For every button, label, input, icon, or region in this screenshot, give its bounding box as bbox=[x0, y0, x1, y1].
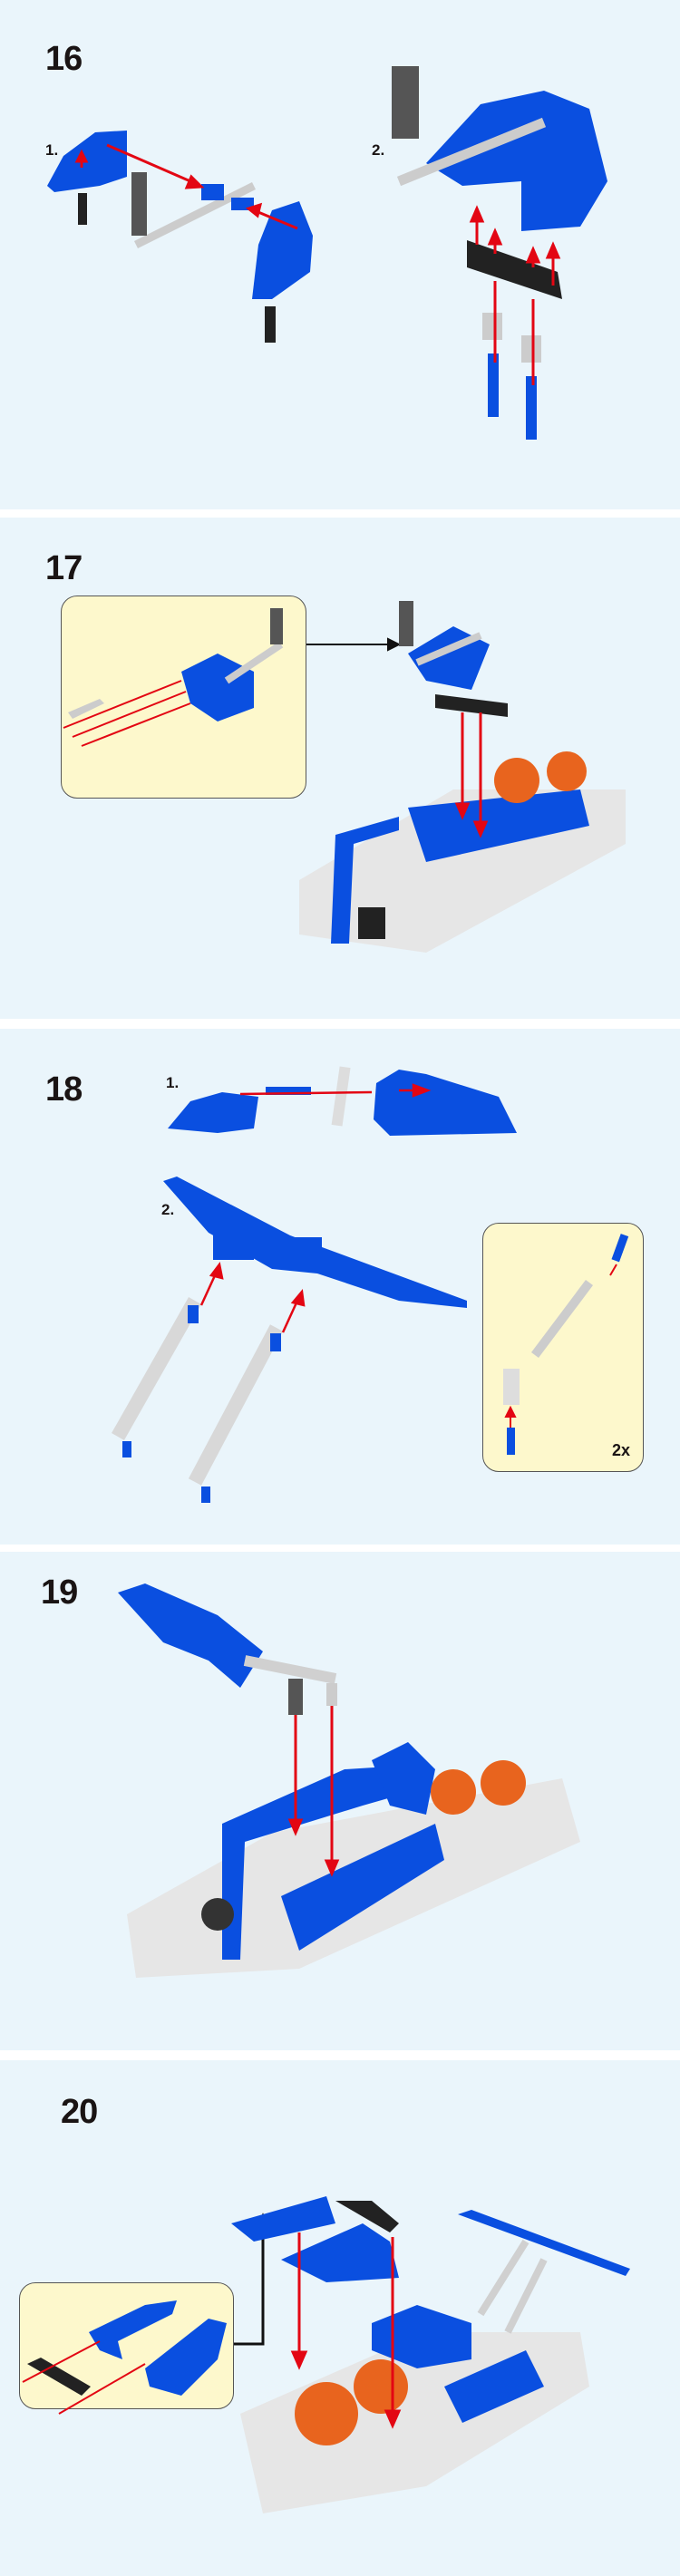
grey-axle-part bbox=[131, 172, 257, 249]
step-number: 20 bbox=[61, 2093, 98, 2131]
callout-pointer-arrow bbox=[306, 637, 402, 652]
model-assembly bbox=[127, 1742, 580, 1978]
substep-label: 2. bbox=[372, 141, 385, 159]
red-arrows bbox=[74, 143, 298, 230]
step-18-panel: 18 1. 2. 2x bbox=[0, 1029, 680, 1545]
red-arrows bbox=[454, 712, 489, 838]
step-17-panel: 17 bbox=[0, 518, 680, 1019]
substep-label: 1. bbox=[45, 141, 59, 159]
quantity-multiplier: 2x bbox=[611, 1441, 630, 1459]
substep-label: 1. bbox=[166, 1074, 180, 1091]
assembled-part bbox=[392, 66, 607, 440]
step-17-illustration bbox=[63, 601, 626, 953]
step-16-panel: 16 1. 2. bbox=[0, 0, 680, 509]
wing-assembly bbox=[118, 1583, 337, 1715]
callout-parts bbox=[22, 2300, 227, 2415]
sub-assembly-callout bbox=[61, 596, 306, 799]
step-20-panel: 20 bbox=[0, 2060, 680, 2576]
step-19-panel: 19 bbox=[0, 1552, 680, 2050]
red-arrows bbox=[469, 205, 561, 385]
step-18-illustration bbox=[112, 1066, 629, 1503]
callout-parts bbox=[503, 1234, 629, 1455]
model-assembly bbox=[231, 2196, 630, 2513]
model-assembly bbox=[299, 601, 626, 953]
step-16-illustration bbox=[47, 66, 607, 440]
substep-label: 2. bbox=[161, 1201, 175, 1218]
step-number: 19 bbox=[41, 1574, 78, 1612]
step-number: 18 bbox=[45, 1070, 83, 1109]
substep-2-parts bbox=[112, 1177, 467, 1503]
step-number: 16 bbox=[45, 40, 83, 78]
black-pins bbox=[78, 193, 276, 343]
red-arrows bbox=[290, 2232, 402, 2429]
step-number: 17 bbox=[45, 549, 83, 587]
callout-parts bbox=[63, 608, 284, 747]
step-20-illustration bbox=[22, 2196, 630, 2513]
substep-1-parts bbox=[168, 1066, 517, 1136]
step-19-illustration bbox=[118, 1583, 580, 1978]
red-arrows bbox=[287, 1706, 340, 1877]
